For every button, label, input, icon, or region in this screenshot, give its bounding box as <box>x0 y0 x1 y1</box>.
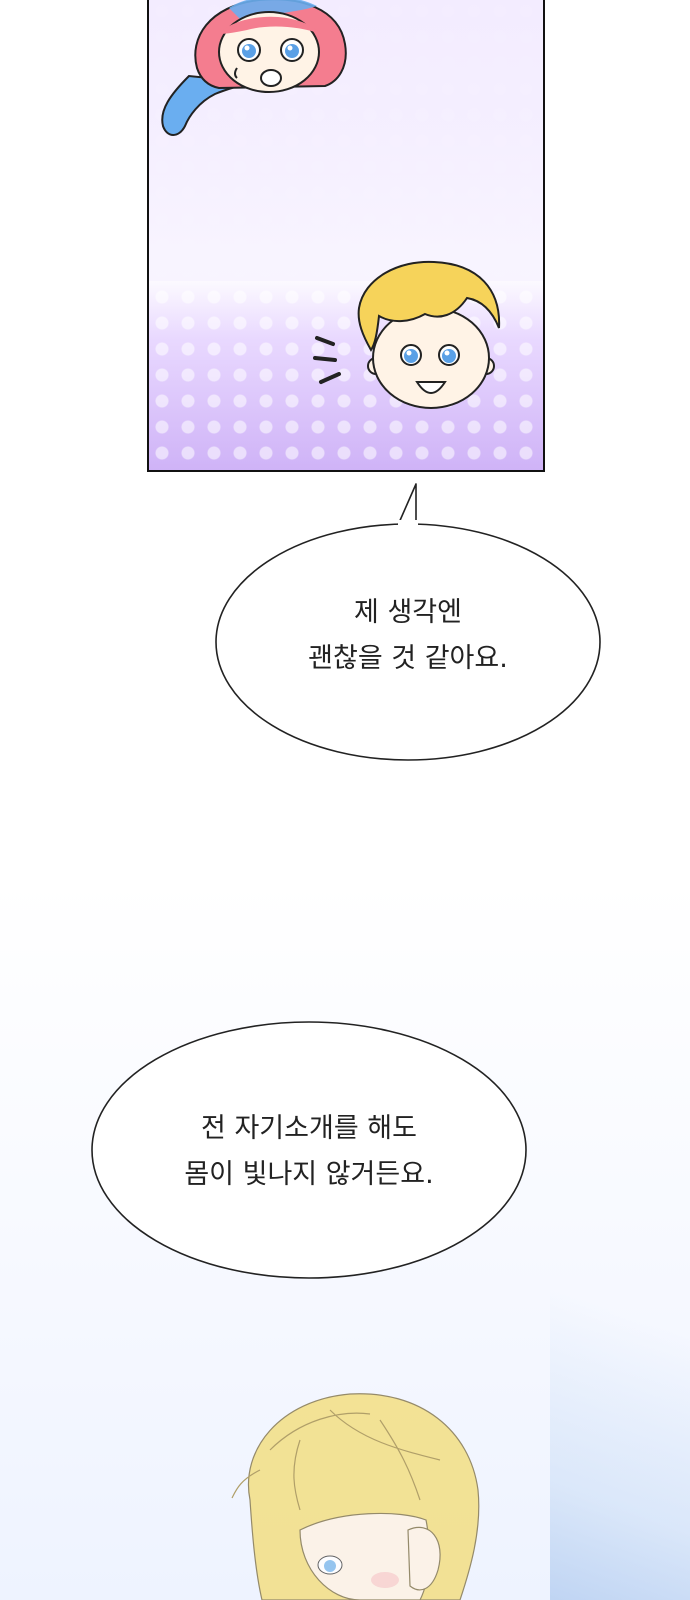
bubble-1-line-1: 제 생각엔 <box>354 597 462 628</box>
motion-lines <box>313 336 341 384</box>
boy-character <box>357 260 501 409</box>
bubble-1-text: 제 생각엔 괜찮을 것 같아요. <box>212 590 604 682</box>
girl-character <box>161 0 347 136</box>
speech-bubble-shape <box>91 1021 527 1279</box>
bubble-2-line-2: 몸이 빛나지 않거든요. <box>184 1159 434 1190</box>
speech-bubble-shape <box>215 483 601 761</box>
panel-art <box>161 0 501 409</box>
comic-panel <box>147 0 545 472</box>
bubble-2-line-1: 전 자기소개를 해도 <box>201 1113 417 1144</box>
bubble-2-text: 전 자기소개를 해도 몸이 빛나지 않거든요. <box>88 1106 530 1198</box>
speech-bubble-1: 제 생각엔 괜찮을 것 같아요. <box>212 480 604 770</box>
blond-man-character <box>231 1393 480 1600</box>
speech-bubble-2: 전 자기소개를 해도 몸이 빛나지 않거든요. <box>88 1018 530 1286</box>
bubble-1-line-2: 괜찮을 것 같아요. <box>308 643 508 674</box>
background-glow <box>550 1260 690 1600</box>
